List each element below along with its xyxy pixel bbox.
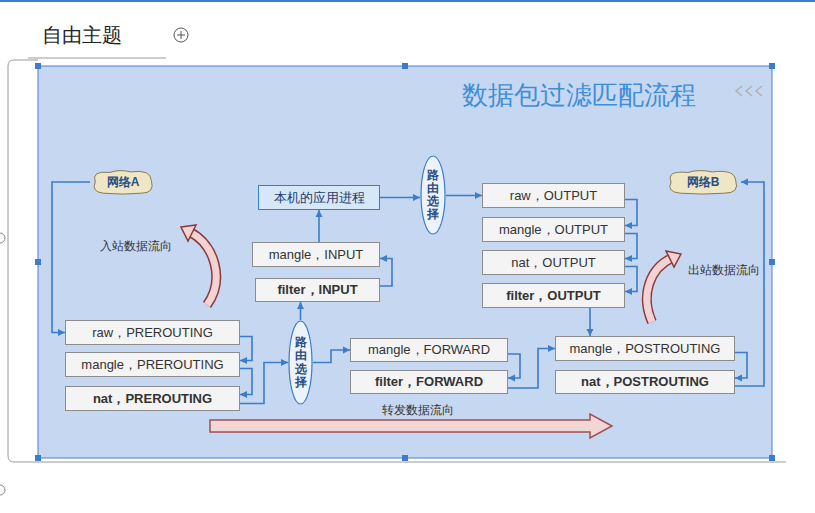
node-text: nat，OUTPUT xyxy=(511,254,596,272)
flow-connector xyxy=(313,347,350,363)
selection-handles xyxy=(35,63,775,461)
flow-connector xyxy=(508,345,555,388)
flow-connector xyxy=(297,302,304,320)
flow-connector xyxy=(240,369,252,399)
flow-connector xyxy=(240,359,288,404)
chain-box: nat，POSTROUTING xyxy=(555,370,735,394)
diagram-title: 数据包过滤匹配流程 xyxy=(462,78,696,113)
node-text: raw，PREROUTING xyxy=(92,324,213,342)
node-text: 本机的应用进程 xyxy=(274,189,365,207)
top-bar xyxy=(0,0,815,2)
outbound-flow-arrow xyxy=(647,251,681,322)
process-box: 本机的应用进程 xyxy=(258,185,380,210)
collapse-dot xyxy=(0,233,5,243)
network-cloud: 网络B xyxy=(665,168,741,196)
node-text: nat，POSTROUTING xyxy=(581,373,709,391)
flow-connector xyxy=(625,200,637,230)
node-text: filter，FORWARD xyxy=(375,373,483,391)
node-text: 路由选择 xyxy=(427,169,439,222)
flow-connector xyxy=(625,267,637,296)
node-text: mangle，FORWARD xyxy=(368,341,490,359)
chain-box: raw，PREROUTING xyxy=(65,320,240,345)
chain-box: mangle，PREROUTING xyxy=(65,352,240,377)
chain-box: mangle，FORWARD xyxy=(350,338,508,362)
flow-connector xyxy=(625,234,637,263)
image-frame xyxy=(38,66,772,458)
flow-connector xyxy=(380,194,420,201)
chain-box: raw，OUTPUT xyxy=(482,183,625,208)
chain-box: mangle，INPUT xyxy=(252,242,380,267)
node-text: mangle，OUTPUT xyxy=(499,221,608,239)
chain-box: mangle，OUTPUT xyxy=(482,217,625,242)
flow-label: 转发数据流向 xyxy=(382,402,454,419)
add-icon xyxy=(174,28,188,42)
topic-underline xyxy=(28,58,166,59)
flow-label: 入站数据流向 xyxy=(100,238,172,255)
node-text: mangle，POSTROUTING xyxy=(570,340,721,358)
flow-connector xyxy=(735,179,764,387)
topic-bracket xyxy=(8,60,786,462)
node-text: 网络B xyxy=(687,174,720,191)
chevron-icon xyxy=(736,86,762,96)
routing-ellipse: 路由选择 xyxy=(288,320,313,405)
node-text: raw，OUTPUT xyxy=(510,187,597,205)
flow-connector xyxy=(52,182,90,336)
flow-connector xyxy=(380,255,392,286)
node-text: mangle，PREROUTING xyxy=(81,356,223,374)
chain-box: filter，OUTPUT xyxy=(482,283,625,308)
flow-connector xyxy=(735,353,747,382)
network-cloud: 网络A xyxy=(90,168,156,196)
chain-box: mangle，POSTROUTING xyxy=(555,336,735,361)
node-text: mangle，INPUT xyxy=(269,246,364,264)
chain-box: filter，INPUT xyxy=(255,278,380,302)
routing-ellipse: 路由选择 xyxy=(420,155,446,235)
node-text: 网络A xyxy=(107,174,140,191)
topic-heading: 自由主题 xyxy=(42,22,122,49)
flow-connector xyxy=(508,354,520,382)
forward-flow-arrow xyxy=(210,414,612,438)
chain-box: filter，FORWARD xyxy=(350,370,508,394)
flow-connector xyxy=(240,337,252,365)
node-text: filter，OUTPUT xyxy=(506,287,601,305)
chain-box: nat，OUTPUT xyxy=(482,250,625,275)
chain-box: nat，PREROUTING xyxy=(65,386,240,411)
node-text: 路由选择 xyxy=(295,336,307,389)
collapse-dot xyxy=(0,485,5,495)
node-text: nat，PREROUTING xyxy=(93,390,212,408)
inbound-flow-arrow xyxy=(181,225,216,305)
flow-connector xyxy=(587,308,594,336)
flow-connector xyxy=(446,192,482,199)
flow-connector xyxy=(316,210,323,242)
node-text: filter，INPUT xyxy=(277,281,357,299)
flow-label: 出站数据流向 xyxy=(688,262,760,279)
